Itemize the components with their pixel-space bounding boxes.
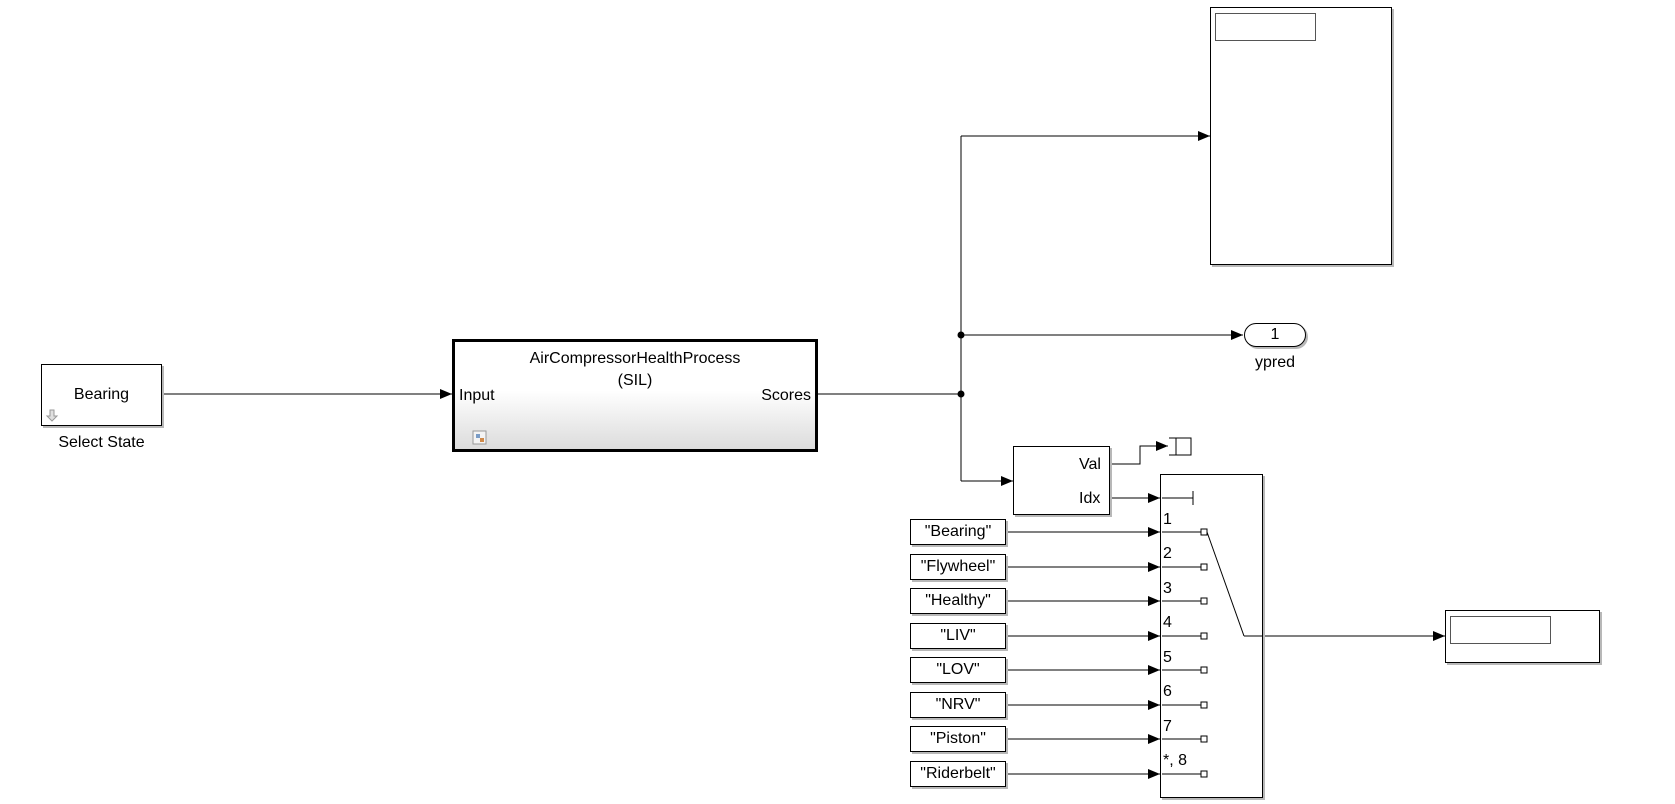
- switch-port-label: *, 8: [1163, 752, 1188, 769]
- string-constant-block[interactable]: "Flywheel": [910, 554, 1006, 580]
- string-constant-block[interactable]: "LIV": [910, 623, 1006, 649]
- display-block[interactable]: [1445, 610, 1600, 663]
- max-block[interactable]: Val Idx: [1013, 446, 1110, 515]
- model-mode: (SIL): [617, 372, 653, 389]
- select-state-caption: Select State: [58, 434, 145, 451]
- model-reference-icon: [472, 430, 487, 445]
- multiport-switch-block[interactable]: [1160, 474, 1263, 798]
- switch-port-label: 5: [1163, 649, 1172, 666]
- outport-caption: ypred: [1254, 354, 1296, 371]
- max-idx-port: Idx: [1079, 490, 1101, 507]
- scope-screen: [1215, 13, 1316, 41]
- switch-port-label: 2: [1163, 545, 1172, 562]
- wire-val-to-terminator: [1110, 441, 1168, 465]
- switch-port-label: 7: [1163, 718, 1172, 735]
- outport-ypred[interactable]: 1: [1244, 323, 1306, 347]
- switch-port-label: 1: [1163, 511, 1172, 528]
- select-state-block[interactable]: Bearing: [41, 364, 162, 426]
- max-val-port: Val: [1079, 456, 1101, 473]
- junction-dot: [957, 331, 965, 339]
- junction-dot: [957, 390, 965, 398]
- switch-port-label: 4: [1163, 614, 1172, 631]
- switch-internals: [1162, 491, 1262, 778]
- scope-block[interactable]: [1210, 7, 1392, 265]
- model-title: AirCompressorHealthProcess: [529, 350, 741, 367]
- string-constant-block[interactable]: "LOV": [910, 657, 1006, 683]
- string-constant-block[interactable]: "Healthy": [910, 588, 1006, 614]
- model-input-port: Input: [459, 387, 495, 404]
- terminator-block: [1169, 437, 1192, 456]
- display-screen: [1450, 616, 1551, 644]
- model-output-port: Scores: [761, 387, 811, 404]
- down-arrow-icon: [45, 409, 59, 422]
- select-state-value: Bearing: [73, 386, 130, 403]
- model-reference-block[interactable]: AirCompressorHealthProcess (SIL) Input S…: [452, 339, 818, 452]
- switch-port-label: 6: [1163, 683, 1172, 700]
- string-constant-block[interactable]: "Piston": [910, 726, 1006, 752]
- string-constant-block[interactable]: "Bearing": [910, 519, 1006, 545]
- switch-port-label: 3: [1163, 580, 1172, 597]
- string-constant-block[interactable]: "Riderbelt": [910, 761, 1006, 787]
- string-constant-block[interactable]: "NRV": [910, 692, 1006, 718]
- outport-number: 1: [1270, 326, 1280, 343]
